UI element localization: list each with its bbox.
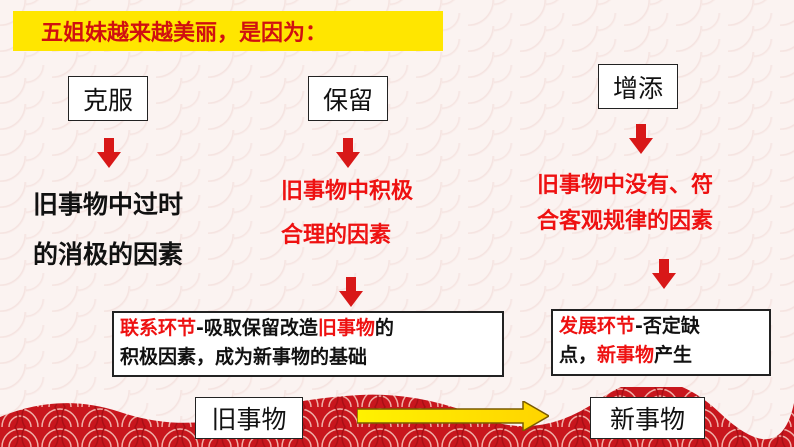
col2-text: 旧事物中积极 合理的因素 <box>281 170 413 258</box>
new-thing-label: 新事物 <box>609 405 685 434</box>
down-arrow-icon <box>97 138 121 168</box>
col1-line2: 的消极的因素 <box>33 240 184 269</box>
label-overcome: 克服 <box>68 76 148 121</box>
note-development-highlight: 新事物 <box>597 344 655 366</box>
old-thing-label: 旧事物 <box>211 405 287 434</box>
old-thing-box: 旧事物 <box>195 397 303 439</box>
down-arrow-icon <box>336 138 360 168</box>
note-development: 发展环节-否定缺 点，新事物产生 <box>551 309 771 376</box>
note-connection: 联系环节-吸取保留改造旧事物的 积极因素，成为新事物的基础 <box>112 311 504 377</box>
col1-text: 旧事物中过时 的消极的因素 <box>33 180 183 280</box>
page-title-text: 五姐妹越来越美丽，是因为： <box>41 21 328 46</box>
right-arrow-icon <box>357 401 549 431</box>
down-arrow-icon <box>629 124 653 154</box>
col3-text: 旧事物中没有、符 合客观规律的因素 <box>537 168 713 240</box>
note-connection-text: -吸取保留改造 <box>196 317 318 339</box>
down-arrow-icon <box>652 259 676 289</box>
col3-line1: 旧事物中没有、符 <box>537 173 714 198</box>
note-connection-line2: 积极因素，成为新事物的基础 <box>120 346 368 368</box>
note-connection-suffix: 的 <box>374 317 394 339</box>
note-connection-highlight: 旧事物 <box>317 317 375 339</box>
page-title: 五姐妹越来越美丽，是因为： <box>13 11 443 51</box>
label-retain-text: 保留 <box>322 85 373 115</box>
new-thing-box: 新事物 <box>590 397 705 439</box>
col2-line2: 合理的因素 <box>281 223 392 248</box>
note-development-suffix: 产生 <box>654 344 693 366</box>
col3-line2: 合客观规律的因素 <box>537 209 714 234</box>
note-development-heading: 发展环节 <box>559 315 636 337</box>
label-overcome-text: 克服 <box>82 85 133 115</box>
note-connection-heading: 联系环节 <box>120 317 197 339</box>
down-arrow-icon <box>339 277 363 307</box>
note-development-text: -否定缺 <box>635 315 700 337</box>
label-add-text: 增添 <box>612 73 663 103</box>
note-development-text2: 点， <box>559 344 598 366</box>
label-add: 增添 <box>598 64 678 109</box>
col2-line1: 旧事物中积极 <box>281 179 414 204</box>
label-retain: 保留 <box>308 76 388 121</box>
col1-line1: 旧事物中过时 <box>33 190 184 219</box>
